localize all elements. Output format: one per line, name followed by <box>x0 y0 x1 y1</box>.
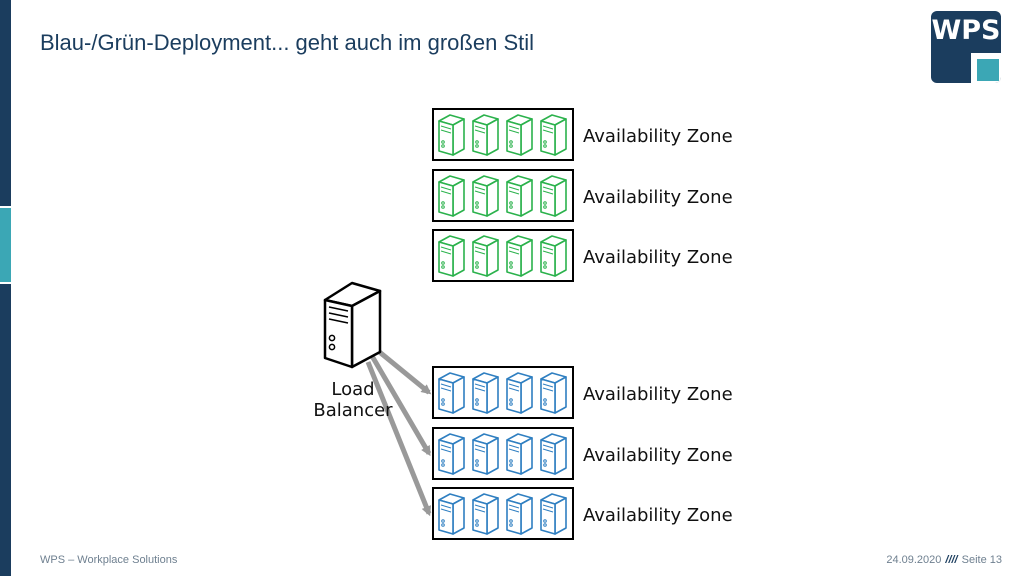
server-icon <box>438 175 465 217</box>
server-icon <box>472 433 499 475</box>
server-icon <box>438 372 465 414</box>
zone-label: Availability Zone <box>583 126 733 147</box>
load-balancer: Load Balancer <box>313 281 393 421</box>
server-icon <box>472 493 499 535</box>
arrows-group <box>365 348 432 517</box>
left-bar-highlight <box>0 208 11 282</box>
server-icon <box>540 175 567 217</box>
server-icon <box>438 114 465 156</box>
load-balancer-label-line2: Balancer <box>313 400 393 421</box>
blue-availability-zone: Availability Zone <box>432 366 733 419</box>
green-availability-zone: Availability Zone <box>432 169 733 222</box>
server-icon <box>506 372 533 414</box>
slide-title: Blau-/Grün-Deployment... geht auch im gr… <box>40 30 535 55</box>
arrow-to-blue-zone-2 <box>369 354 432 457</box>
load-balancer-label-line1: Load <box>331 379 374 400</box>
footer-page-number: Seite 13 <box>961 554 1002 566</box>
server-icon <box>540 493 567 535</box>
server-icon <box>540 235 567 277</box>
server-icon <box>438 235 465 277</box>
server-icon <box>438 433 465 475</box>
arrow-to-blue-zone-3 <box>365 361 432 517</box>
server-icon <box>540 114 567 156</box>
green-availability-zone: Availability Zone <box>432 229 733 282</box>
zone-label: Availability Zone <box>583 187 733 208</box>
server-icon <box>472 372 499 414</box>
server-icon <box>506 114 533 156</box>
logo-square <box>977 59 999 81</box>
left-bar-divider-top <box>0 206 11 208</box>
server-icon <box>472 175 499 217</box>
blue-availability-zone: Availability Zone <box>432 487 733 540</box>
blue-availability-zone: Availability Zone <box>432 427 733 480</box>
zone-label: Availability Zone <box>583 505 733 526</box>
server-icon <box>506 175 533 217</box>
logo-text: WPS <box>931 15 1001 46</box>
server-icon <box>506 235 533 277</box>
server-icon <box>472 235 499 277</box>
server-icon <box>540 433 567 475</box>
wps-logo: WPS <box>931 11 1001 83</box>
server-icon <box>472 114 499 156</box>
arrow-to-blue-zone-1 <box>375 348 432 395</box>
footer-date: 24.09.2020 <box>886 554 942 566</box>
zone-label: Availability Zone <box>583 247 733 268</box>
zone-label: Availability Zone <box>583 384 733 405</box>
footer-separator: //// <box>945 554 958 566</box>
server-icon <box>438 493 465 535</box>
left-accent-bar <box>0 0 11 576</box>
footer-meta: 24.09.2020////Seite 13 <box>886 554 1002 566</box>
server-icon <box>506 493 533 535</box>
footer-company: WPS – Workplace Solutions <box>40 554 178 566</box>
left-bar-divider-bottom <box>0 282 11 284</box>
green-availability-zone: Availability Zone <box>432 108 733 161</box>
server-icon <box>506 433 533 475</box>
zone-label: Availability Zone <box>583 445 733 466</box>
server-icon <box>540 372 567 414</box>
server-icon <box>323 281 382 369</box>
